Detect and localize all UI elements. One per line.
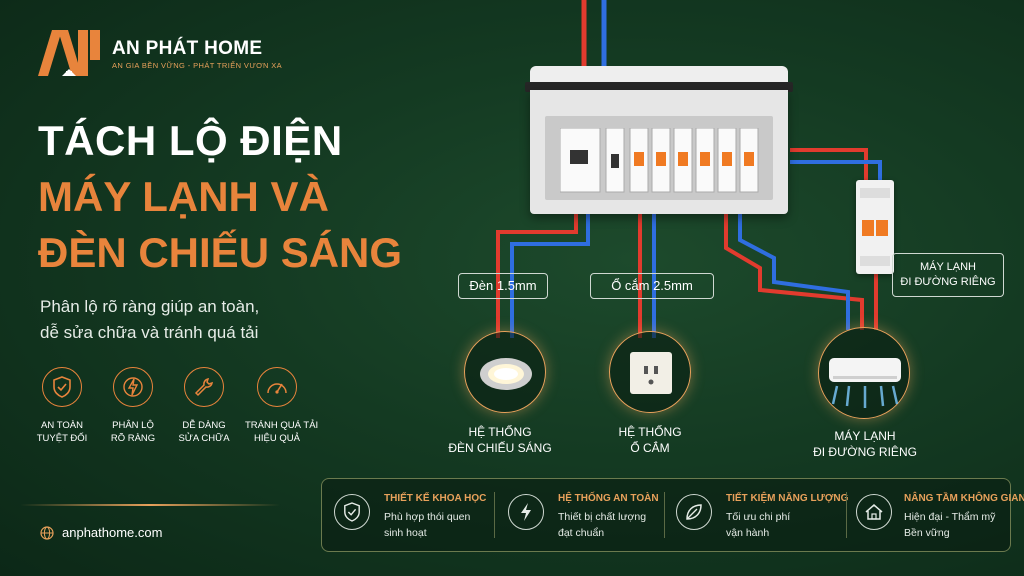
benefit-label-1: PHÂN LỘ: [112, 420, 154, 431]
wire-den-blue: [510, 214, 590, 338]
subtitle-line-1: Phân lộ rõ ràng giúp an toàn,: [40, 297, 260, 316]
feature-line-1: Hiện đại - Thẩm mỹ: [904, 511, 996, 523]
label-ml-2: ĐI ĐƯỜNG RIÊNG: [900, 276, 996, 288]
dedicated-breaker: [856, 180, 894, 274]
feature-line-2: vận hành: [726, 527, 770, 539]
caption-den: HỆ THỐNG ĐÈN CHIẾU SÁNG: [430, 424, 570, 456]
benefit-label-1: AN TOÀN: [41, 420, 83, 431]
feature-separator: [664, 492, 665, 538]
caption-ocam-2: Ổ CẮM: [630, 441, 670, 455]
feature-line-1: Phù hợp thói quen: [384, 511, 471, 523]
caption-ml: MÁY LẠNH ĐI ĐƯỜNG RIÊNG: [790, 428, 940, 460]
feature-line-2: Bền vững: [904, 527, 950, 539]
benefit-label-1: DỄ DÀNG: [182, 420, 226, 431]
lightning-icon: [113, 367, 153, 407]
shield-check-icon: [42, 367, 82, 407]
caption-ml-2: ĐI ĐƯỜNG RIÊNG: [813, 445, 917, 459]
breaker-icon: [860, 188, 890, 266]
headline-line-2: MÁY LẠNH VÀ: [38, 173, 329, 220]
benefit-safety: AN TOÀN TUYỆT ĐỐI: [30, 367, 94, 445]
website-link[interactable]: anphathome.com: [62, 525, 163, 540]
label-den: Đèn 1.5mm: [458, 273, 548, 299]
benefit-label-2: RÕ RÀNG: [110, 433, 156, 444]
benefit-label-2: HIỆU QUẢ: [254, 433, 300, 444]
wire-breaker-red: [790, 148, 868, 182]
label-ml-1: MÁY LẠNH: [919, 261, 977, 273]
feature-text-3: Tối ưu chi phí vận hành: [726, 509, 790, 541]
shield-check-icon: [334, 494, 370, 530]
benefit-separation: PHÂN LỘ RÕ RÀNG: [101, 367, 165, 445]
wrench-icon: [184, 367, 224, 407]
caption-ocam-1: HỆ THỐNG: [618, 425, 682, 439]
feature-line-1: Tối ưu chi phí: [726, 511, 791, 523]
feature-text-4: Hiện đại - Thẩm mỹ Bền vững: [904, 509, 995, 541]
leaf-icon: [676, 494, 712, 530]
benefit-label-2: SỬA CHỮA: [178, 433, 230, 444]
breakers-icon: [560, 128, 759, 193]
feature-text-2: Thiết bị chất lượng đạt chuẩn: [558, 509, 646, 541]
label-ml: MÁY LẠNH ĐI ĐƯỜNG RIÊNG: [892, 253, 1004, 297]
feature-line-2: đạt chuẩn: [558, 527, 605, 539]
wire-ml-blue: [738, 214, 850, 330]
house-icon: [856, 494, 892, 530]
subtitle-line-2: dễ sửa chữa và tránh quá tải: [40, 323, 259, 342]
caption-den-2: ĐÈN CHIẾU SÁNG: [448, 441, 552, 455]
light-device: [464, 331, 546, 413]
label-ocam: Ổ cắm 2.5mm: [590, 273, 714, 299]
feature-separator: [846, 492, 847, 538]
feature-bar: [321, 478, 1011, 552]
caption-ml-1: MÁY LẠNH: [834, 429, 896, 443]
brand-logo-icon: [38, 30, 100, 76]
feature-title-1: THIẾT KẾ KHOA HỌC: [384, 493, 487, 504]
distribution-panel-top: [530, 66, 788, 84]
distribution-panel-lid: [525, 82, 793, 92]
benefit-overload: TRÁNH QUÁ TẢI HIỆU QUẢ: [245, 367, 318, 445]
outlet-icon: [630, 352, 672, 394]
wire-breaker-blue: [790, 160, 882, 182]
caption-ocam: HỆ THỐNG Ổ CẮM: [590, 424, 710, 456]
downlight-icon: [480, 358, 532, 390]
wire-ml-red: [724, 214, 864, 330]
ac-device: [818, 327, 910, 419]
feature-title-3: TIẾT KIỆM NĂNG LƯỢNG: [726, 493, 849, 504]
benefit-repair: DỄ DÀNG SỬA CHỮA: [172, 367, 236, 445]
feature-line-2: sinh hoạt: [384, 527, 427, 539]
feature-separator: [494, 492, 495, 538]
brand-name: AN PHÁT HOME: [112, 38, 263, 59]
feature-title-4: NÂNG TẦM KHÔNG GIAN: [904, 493, 1024, 504]
socket-device: [609, 331, 691, 413]
headline-line-1: TÁCH LỘ ĐIỆN: [38, 117, 343, 164]
headline-line-3: ĐÈN CHIẾU SÁNG: [38, 229, 403, 276]
wire-den-red: [496, 214, 578, 338]
benefit-label-1: TRÁNH QUÁ TẢI: [245, 420, 319, 431]
benefit-label-2: TUYỆT ĐỐI: [36, 433, 88, 444]
globe-icon: [40, 526, 54, 540]
feature-line-1: Thiết bị chất lượng: [558, 511, 647, 523]
lightning-icon: [508, 494, 544, 530]
air-conditioner-icon: [829, 358, 901, 408]
feature-text-1: Phù hợp thói quen sinh hoạt: [384, 509, 470, 541]
divider: [20, 504, 280, 506]
brand-tagline: AN GIA BỀN VỮNG - PHÁT TRIỂN VƯƠN XA: [112, 61, 283, 70]
caption-den-1: HỆ THỐNG: [468, 425, 532, 439]
gauge-icon: [257, 367, 297, 407]
feature-title-2: HỆ THỐNG AN TOÀN: [558, 493, 659, 504]
